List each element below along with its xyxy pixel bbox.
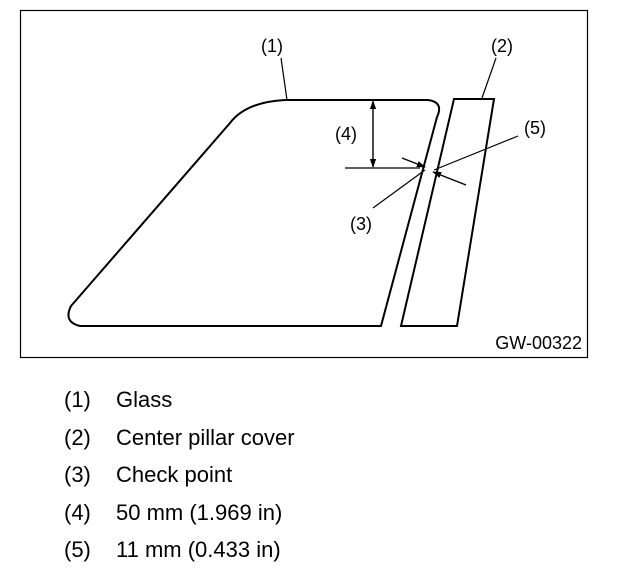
leader-1 (280, 57, 288, 101)
callout-1: (1) (261, 36, 283, 56)
callout-4: (4) (335, 124, 357, 144)
legend-item: (1) Glass (64, 386, 295, 424)
legend-number: (3) (64, 462, 91, 487)
center-pillar-cover (399, 98, 496, 327)
legend: (1) Glass (2) Center pillar cover (3) Check… (64, 386, 295, 574)
legend-item: (5) 11 mm (0.433 in) (64, 536, 295, 574)
legend-number: (5) (64, 537, 91, 562)
callout-3: (3) (350, 214, 372, 234)
legend-item: (4) 50 mm (1.969 in) (64, 499, 295, 537)
legend-number: (2) (64, 424, 91, 450)
figure-id: GW-00322 (495, 333, 582, 353)
legend-text: Center pillar cover (116, 424, 295, 450)
legend-text: 50 mm (1.969 in) (116, 499, 283, 525)
legend-text: Glass (116, 387, 173, 412)
callout-2: (2) (491, 36, 513, 56)
dimension-5-arrow-left (401, 157, 426, 168)
dimension-5-arrow-right (432, 171, 467, 186)
figure-border (19, 9, 589, 359)
legend-number: (4) (64, 499, 91, 525)
glass-outline (67, 99, 441, 327)
leader-2 (481, 57, 497, 99)
leader-3 (372, 169, 426, 209)
legend-text: Check point (116, 462, 233, 487)
legend-number: (1) (64, 387, 91, 412)
leader-5 (433, 135, 519, 171)
legend-item: (2) Center pillar cover (64, 424, 295, 462)
legend-text: 11 mm (0.433 in) (116, 537, 281, 562)
callout-5: (5) (524, 118, 546, 138)
legend-item: (3) Check point (64, 461, 295, 499)
